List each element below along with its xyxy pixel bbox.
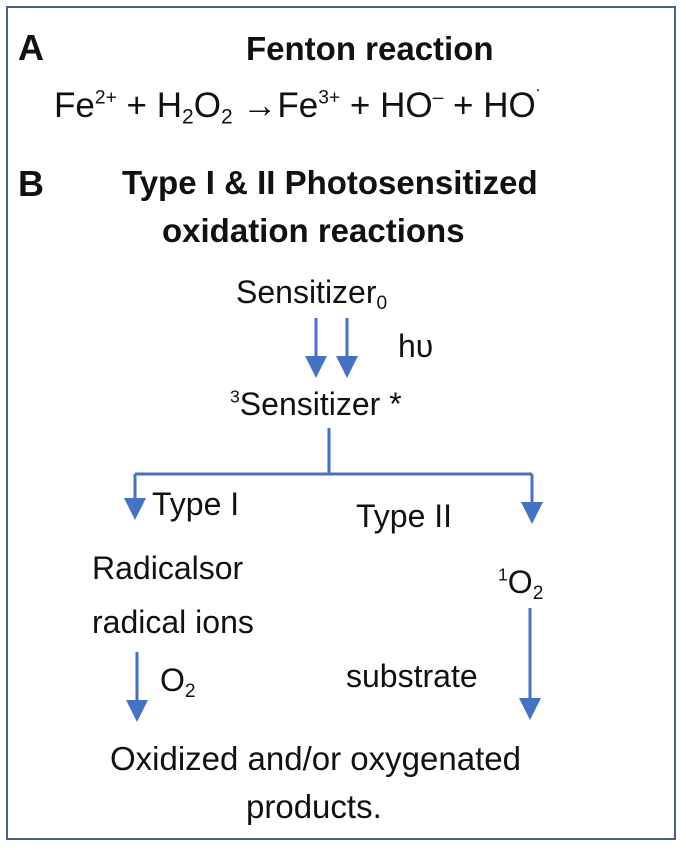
triplet-superscript: 3 — [230, 386, 240, 407]
excitation-arrowhead-1 — [305, 356, 327, 378]
type-2-arrowhead — [521, 502, 543, 524]
radicals-line1: Radicalsor — [92, 550, 244, 586]
type-1-label: Type I — [152, 486, 240, 522]
singlet-superscript: 1 — [498, 564, 508, 585]
hydroxide-charge: – — [432, 87, 444, 109]
panel-b-title-line1: Type I & II Photosensitized — [122, 164, 538, 201]
ground-state-sensitizer: Sensitizer0 — [236, 274, 387, 313]
iron-symbol-product: Fe — [277, 86, 319, 125]
iron-3-charge: 3+ — [318, 87, 341, 109]
products-line1: Oxidized and/or oxygenated — [110, 740, 521, 777]
figure-frame — [6, 6, 676, 840]
panel-b-title-line2: oxidation reactions — [162, 212, 465, 249]
excitation-arrowhead-2 — [336, 356, 358, 378]
plus-sign: + — [126, 86, 147, 125]
light-energy-label: hυ — [398, 328, 434, 364]
type-2-products-arrowhead — [519, 698, 541, 720]
ground-state-subscript: 0 — [376, 292, 388, 314]
fenton-equation: Fe2+ + H2O2 →Fe3+ + HO– + HO˙ — [54, 86, 543, 127]
plus-sign: + — [349, 86, 371, 125]
radicals-line2: radical ions — [92, 604, 254, 640]
singlet-oxygen-symbol: O — [507, 564, 533, 600]
hydrogen-symbol: H — [156, 86, 183, 125]
triplet-sensitizer-label: Sensitizer * — [239, 386, 402, 422]
type-1-arrowhead — [124, 498, 146, 520]
radical-dot: ˙ — [535, 87, 543, 109]
oxygen-subscript: 2 — [184, 680, 196, 702]
hydroxide-ion: HO — [380, 86, 433, 125]
iron-2-charge: 2+ — [94, 87, 117, 109]
panel-a-label: A — [18, 27, 44, 68]
products-line2: products. — [246, 788, 382, 825]
hydroxyl-radical: HO — [483, 86, 536, 125]
panel-a-title: Fenton reaction — [246, 30, 494, 67]
sensitizer-label: Sensitizer — [236, 274, 377, 310]
singlet-oxygen-subscript: 2 — [532, 582, 544, 604]
substrate-label: substrate — [346, 658, 478, 694]
oxygen-subscript: 2 — [220, 105, 233, 129]
iron-symbol: Fe — [54, 86, 95, 125]
panel-b-label: B — [18, 163, 44, 204]
oxygen-symbol: O — [160, 662, 185, 698]
oxygen-symbol: O — [193, 86, 221, 125]
type-1-products-arrowhead — [126, 700, 148, 722]
plus-sign: + — [453, 86, 474, 125]
hydrogen-subscript: 2 — [182, 105, 194, 129]
singlet-oxygen: 1O2 — [498, 564, 543, 603]
type-2-label: Type II — [356, 498, 453, 534]
reaction-arrow: → — [242, 86, 278, 125]
triplet-sensitizer: 3Sensitizer * — [230, 388, 402, 420]
oxygen-label: O2 — [160, 662, 196, 701]
